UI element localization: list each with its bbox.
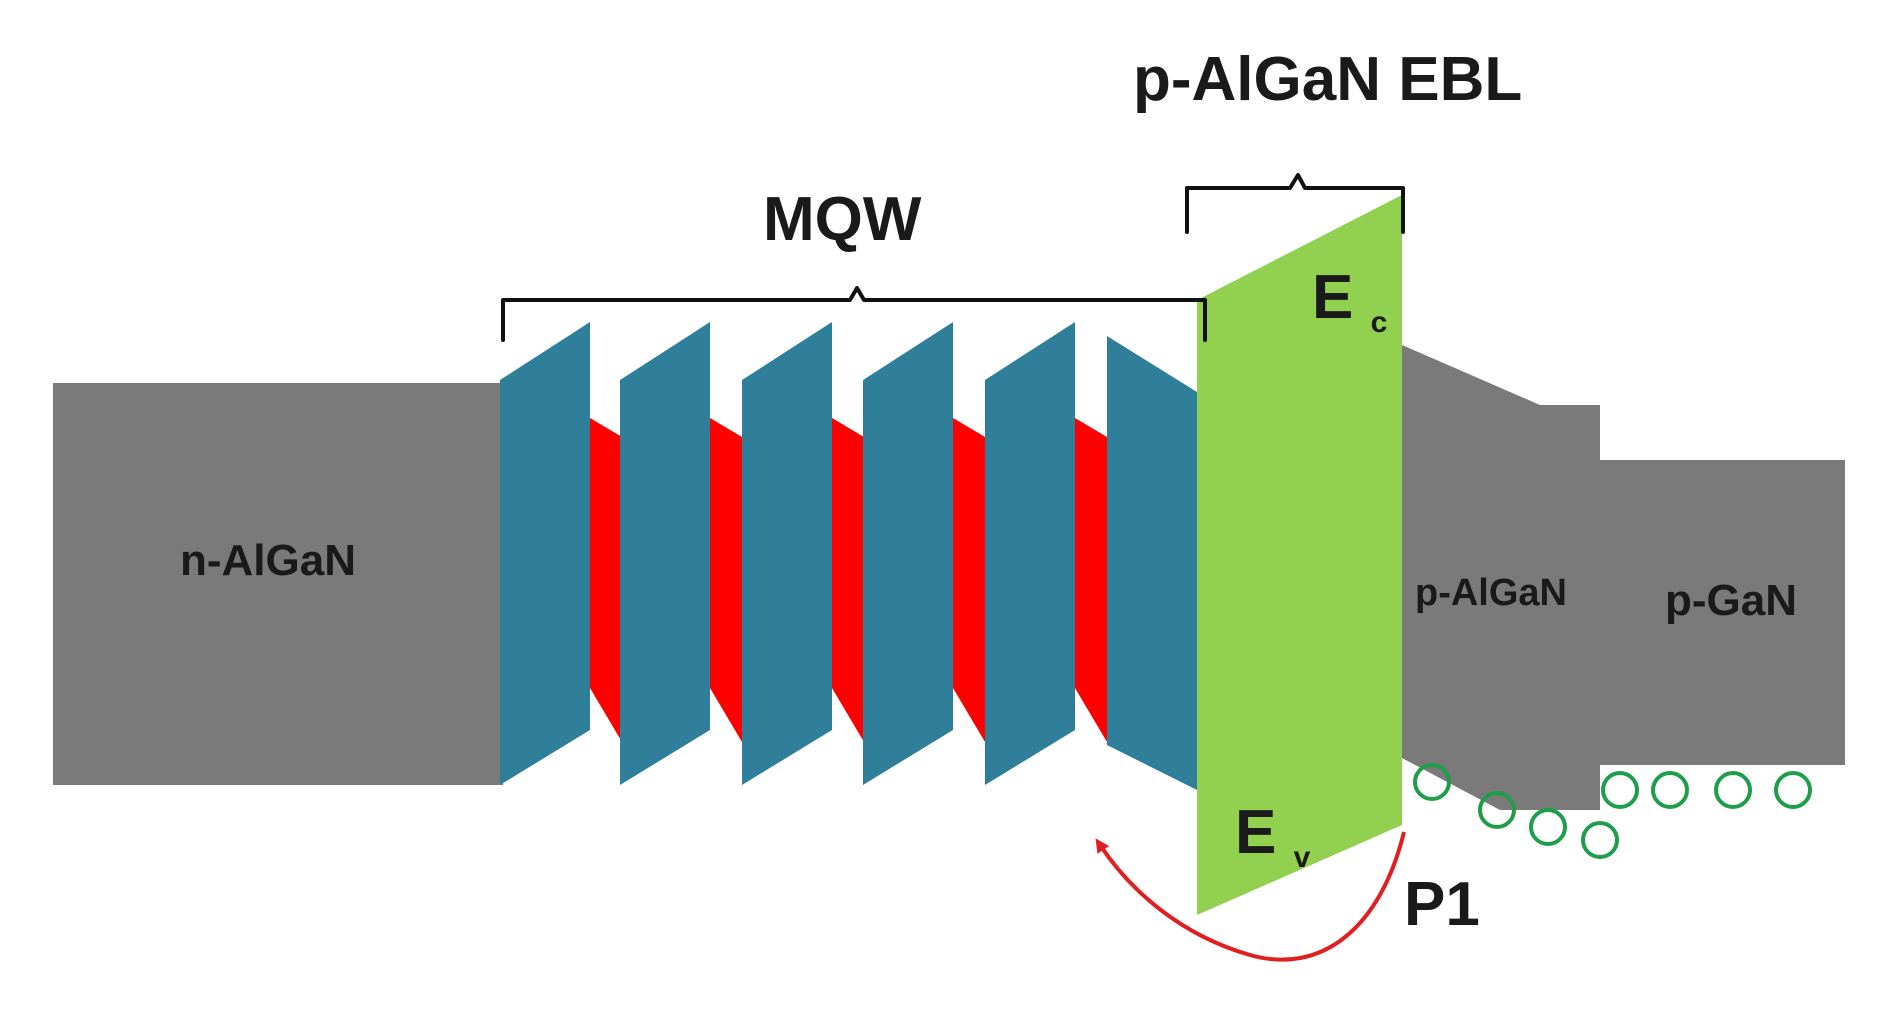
ec-main: E	[1312, 263, 1353, 332]
barrier-3	[742, 322, 832, 785]
well-4	[953, 418, 985, 742]
well-1	[590, 418, 622, 742]
p1-arrow	[1095, 831, 1406, 962]
hole	[1413, 763, 1451, 801]
ec-subscript: c	[1371, 306, 1388, 339]
hole	[1774, 771, 1812, 809]
mqw-bracket	[501, 286, 1207, 342]
ebl-label: p-AlGaN EBL	[1133, 45, 1522, 114]
n-algan-label: n-AlGaN	[180, 536, 356, 585]
ev-main: E	[1235, 798, 1276, 867]
holes	[1413, 763, 1812, 859]
well-2	[710, 418, 742, 742]
p1-label: P1	[1404, 870, 1480, 939]
mqw-label: MQW	[763, 185, 922, 254]
well-5	[1075, 418, 1107, 742]
ebl-bracket	[1185, 173, 1405, 234]
mqw-wells	[590, 418, 1107, 742]
ev-label: E v	[1235, 798, 1311, 874]
barrier-4	[863, 322, 953, 785]
n-algan-region	[53, 383, 503, 785]
p-algan-label: p-AlGaN	[1415, 572, 1567, 614]
hole	[1601, 771, 1639, 809]
ec-label: E c	[1312, 263, 1387, 339]
well-3	[832, 418, 864, 742]
barrier-5	[985, 322, 1075, 785]
barrier-6	[1107, 336, 1197, 790]
hole	[1478, 791, 1516, 829]
hole	[1714, 771, 1752, 809]
hole	[1581, 821, 1619, 859]
p-gan-region	[1600, 460, 1845, 765]
p-algan-region	[1402, 345, 1600, 810]
hole	[1529, 808, 1567, 846]
ev-subscript: v	[1294, 841, 1311, 874]
hole	[1651, 771, 1689, 809]
p-gan-label: p-GaN	[1665, 576, 1797, 625]
ebl-region	[1197, 195, 1402, 915]
barrier-1	[500, 322, 590, 785]
mqw-barriers	[500, 322, 1197, 790]
barrier-2	[620, 322, 710, 785]
